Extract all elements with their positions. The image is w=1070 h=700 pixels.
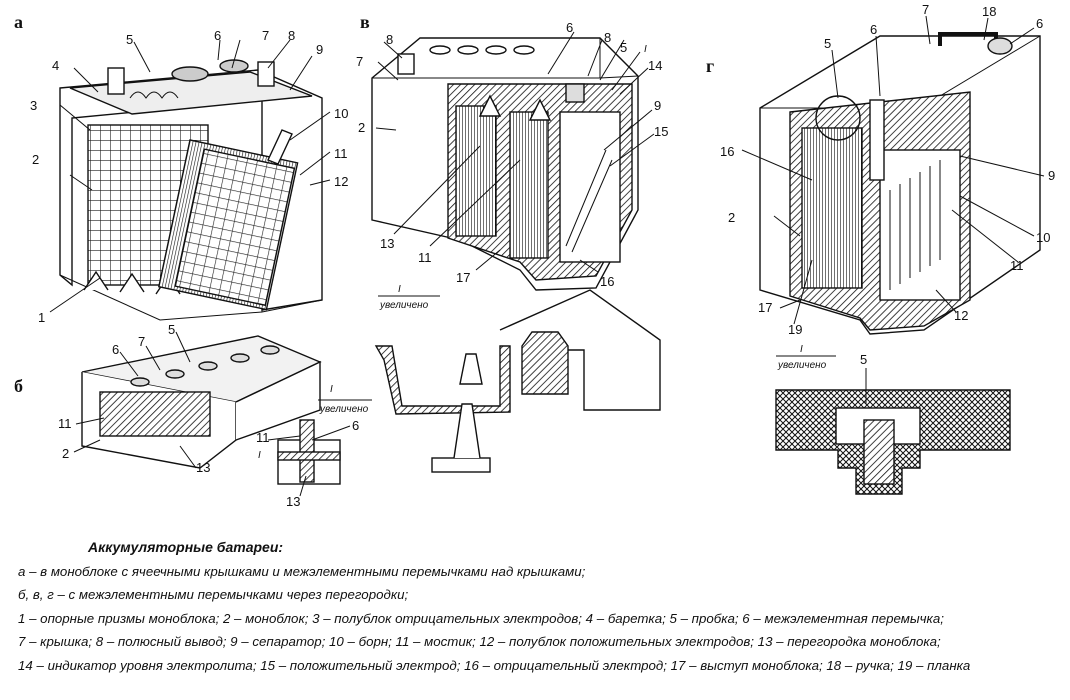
callout-2: 2 [32, 152, 39, 167]
panel-a: а 1 2 3 4 5 6 7 8 9 10 11 12 [14, 12, 348, 325]
panel-letter: г [706, 56, 714, 76]
callout-5: 5 [168, 322, 175, 337]
borne [267, 129, 293, 165]
callout-18: 18 [982, 4, 996, 19]
callout-10: 10 [1036, 230, 1050, 245]
callout-4: 4 [52, 58, 59, 73]
zoom-word: увеличено [777, 360, 827, 371]
caption-line: 7 – крышка; 8 – полюсный вывод; 9 – сепа… [18, 634, 941, 649]
callout-11: 11 [1010, 258, 1024, 273]
caption-line: 1 – опорные призмы моноблока; 2 – монобл… [18, 610, 944, 626]
callout-7: 7 [356, 54, 363, 69]
callout-12: 12 [954, 308, 968, 323]
panel-letter: в [360, 12, 370, 32]
callout-2: 2 [358, 120, 365, 135]
zoom-detail [775, 389, 1011, 495]
callout-8: 8 [386, 32, 393, 47]
callout-7: 7 [262, 28, 269, 43]
callout-5: 5 [824, 36, 831, 51]
figure-caption: Аккумуляторные батареи: а – в моноблоке … [18, 536, 1058, 677]
callout-16: 16 [600, 274, 614, 289]
zoom-detail [374, 289, 661, 473]
callout-9: 9 [1048, 168, 1055, 183]
caption-title: Аккумуляторные батареи: [88, 539, 284, 555]
zoom-inset [277, 419, 341, 485]
level-indicator [565, 83, 585, 103]
callout-3: 3 [30, 98, 37, 113]
callout-16: 16 [720, 144, 734, 159]
callout-12: 12 [334, 174, 348, 189]
callout-15: 15 [654, 124, 668, 139]
callout-17: 17 [758, 300, 772, 315]
callout-5: 5 [620, 40, 627, 55]
callout-7: 7 [138, 334, 145, 349]
callout-6-zoom: 6 [352, 418, 359, 433]
zoom-marker: I [258, 450, 261, 461]
zoom-word: увеличено [379, 300, 429, 311]
callout-17: 17 [456, 270, 470, 285]
callout-14: 14 [648, 58, 662, 73]
callout-6: 6 [214, 28, 221, 43]
callout-2: 2 [728, 210, 735, 225]
callout-8b: 8 [604, 30, 611, 45]
callout-10: 10 [334, 106, 348, 121]
zoom-number: I [330, 384, 333, 395]
panel-g: г I увеличено 5 7 18 6 5 6 16 9 2 10 11 [706, 2, 1055, 495]
callout-11: 11 [334, 146, 348, 161]
zoom-word: увеличено [319, 404, 369, 415]
zoom-number: I [398, 284, 401, 295]
callout-6b: 6 [870, 22, 877, 37]
callout-11-zoom: 11 [256, 430, 270, 445]
callout-zoom-mark: I [644, 44, 647, 55]
callout-6: 6 [1036, 16, 1043, 31]
callout-13: 13 [380, 236, 394, 251]
callout-9: 9 [654, 98, 661, 113]
callout-6: 6 [566, 20, 573, 35]
panel-b: б I увеличено I 2 5 6 7 11 13 11 6 13 [14, 322, 372, 509]
battery-diagram: а 1 2 3 4 5 6 7 8 9 10 11 12 [14, 2, 1055, 509]
callout-6: 6 [112, 342, 119, 357]
terminal-right [257, 61, 275, 87]
callout-7: 7 [922, 2, 929, 17]
callout-9: 9 [316, 42, 323, 57]
caption-line: 14 – индикатор уровня электролита; 15 – … [18, 657, 971, 673]
callout-13: 13 [196, 460, 210, 475]
callout-5-zoom: 5 [860, 352, 867, 367]
terminal-left [107, 67, 125, 95]
caption-line: а – в моноблоке с ячеечными крышками и м… [18, 563, 586, 579]
zoom-number: I [800, 344, 803, 355]
panel-letter: б [14, 376, 23, 396]
callout-5: 5 [126, 32, 133, 47]
callout-1: 1 [38, 310, 45, 325]
callout-11: 11 [58, 416, 72, 431]
caption-line: б, в, г – с межэлементными перемычками ч… [18, 587, 409, 602]
callout-13-zoom: 13 [286, 494, 300, 509]
callout-8: 8 [288, 28, 295, 43]
panel-v: в I увеличено 8 7 6 8 5 I [356, 12, 668, 473]
callout-2: 2 [62, 446, 69, 461]
callout-19: 19 [788, 322, 802, 337]
callout-11: 11 [418, 250, 432, 265]
panel-letter: а [14, 12, 23, 32]
cell-cutaway [99, 391, 211, 437]
positive-electrode-block [157, 139, 299, 311]
vent-plug [171, 66, 209, 82]
